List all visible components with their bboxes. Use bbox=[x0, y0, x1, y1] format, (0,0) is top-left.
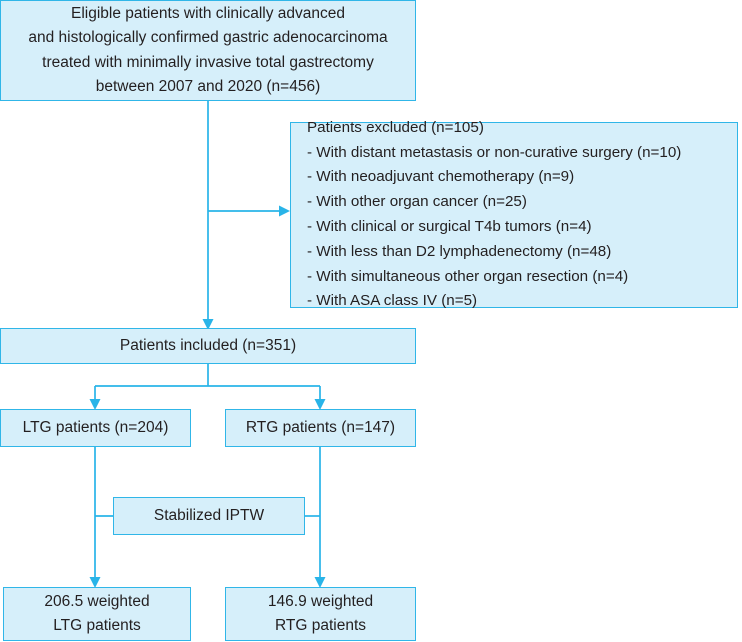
node-ltg-patients: LTG patients (n=204) bbox=[0, 409, 191, 447]
node-excluded-patients: Patients excluded (n=105) - With distant… bbox=[290, 119, 738, 309]
node-rtg-patients: RTG patients (n=147) bbox=[225, 409, 416, 447]
node-eligible-patients: Eligible patients with clinically advanc… bbox=[0, 0, 416, 101]
arrowhead-excluded bbox=[279, 205, 290, 217]
node-rtg-weighted: 146.9 weighted RTG patients bbox=[225, 587, 416, 641]
node-ltg-weighted: 206.5 weighted LTG patients bbox=[3, 587, 191, 641]
node-included-patients: Patients included (n=351) bbox=[0, 328, 416, 364]
node-stabilized-iptw: Stabilized IPTW bbox=[113, 497, 305, 535]
